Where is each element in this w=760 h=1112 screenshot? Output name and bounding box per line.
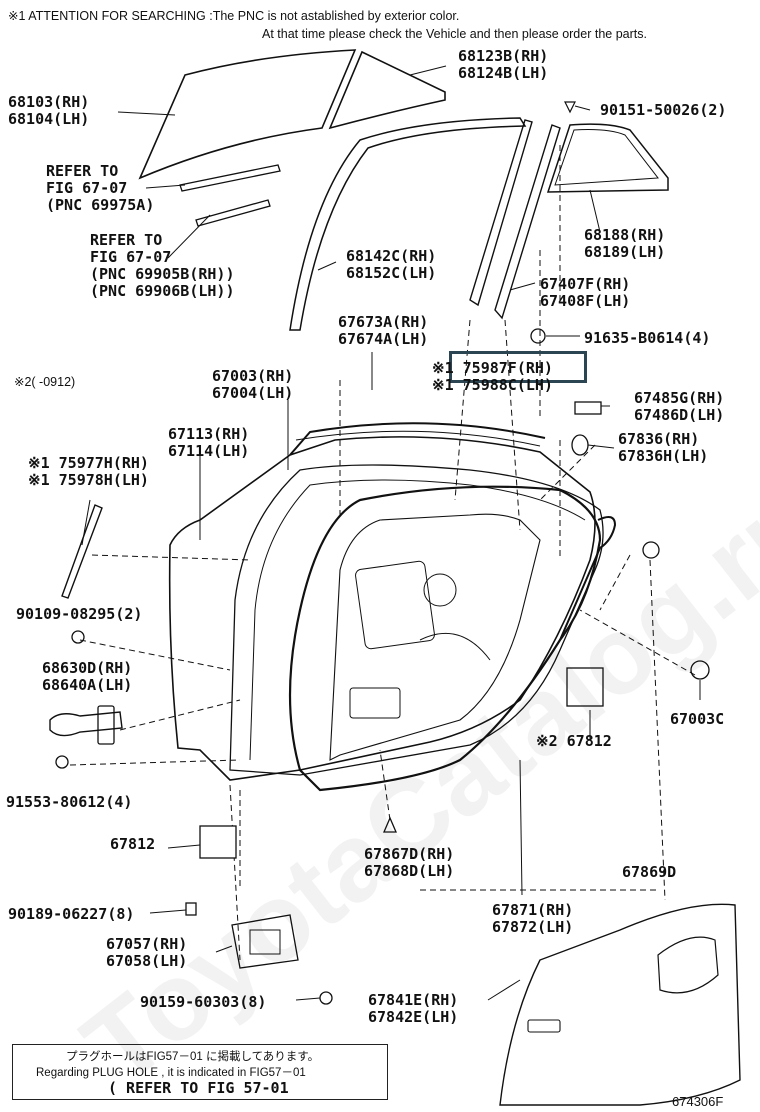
bolt-90109: [71, 630, 85, 644]
part-label-67812-mark2[interactable]: ※2 67812: [536, 732, 612, 750]
door-check: [49, 711, 123, 737]
pad-67812-lower: [199, 825, 237, 859]
refer-fig-57-01[interactable]: ( REFER TO FIG 57-01: [108, 1079, 289, 1097]
belt-molding-2: [195, 199, 271, 227]
part-label-91635[interactable]: 91635-B0614(4): [584, 329, 711, 347]
part-label-67812[interactable]: 67812: [110, 835, 156, 853]
part-label-90151[interactable]: 90151-50026(2): [600, 101, 727, 119]
inside-handle: [231, 914, 299, 969]
part-label-68188[interactable]: 68188(RH)68189(LH): [584, 226, 666, 261]
plug-67836: [571, 434, 589, 456]
part-label-91553[interactable]: 91553-80612(4): [6, 793, 133, 811]
part-label-90109[interactable]: 90109-08295(2): [16, 605, 143, 623]
part-label-90159[interactable]: 90159-60303(8): [140, 993, 267, 1011]
bolt-91553: [55, 755, 69, 769]
part-label-90189[interactable]: 90189-06227(8): [8, 905, 135, 923]
quarter-glass-68123: [328, 50, 446, 130]
part-label-68142c[interactable]: 68142C(RH)68152C(LH): [346, 247, 437, 282]
clip-91635: [530, 328, 546, 344]
screw-90189: [185, 902, 197, 916]
part-label-67057[interactable]: 67057(RH)67058(LH): [106, 935, 188, 970]
garnish-75977: [61, 504, 103, 599]
part-label-68103[interactable]: 68103(RH)68104(LH): [8, 93, 90, 128]
part-label-67841e[interactable]: 67841E(RH)67842E(LH): [368, 991, 459, 1026]
part-label-67867d[interactable]: 67867D(RH)67868D(LH): [364, 845, 455, 880]
door-trim-panel: [499, 903, 741, 1106]
weatherstrip: [288, 485, 602, 792]
clip-67869d: [642, 541, 660, 559]
mark2-range: ※2( -0912): [14, 375, 76, 389]
door-outer-panel: [168, 436, 596, 781]
part-label-75987f[interactable]: ※1 75987F(RH)※1 75988C(LH): [432, 359, 553, 394]
part-label-67673a[interactable]: 67673A(RH)67674A(LH): [338, 313, 429, 348]
attention-note-2: At that time please check the Vehicle an…: [262, 27, 647, 41]
quarter-window-68188: [546, 123, 669, 193]
part-label-68123b[interactable]: 68123B(RH)68124B(LH): [458, 47, 549, 82]
part-label-67836[interactable]: 67836(RH)67836H(LH): [618, 430, 709, 465]
division-bar: [469, 119, 533, 307]
clip-67003c: [690, 660, 710, 680]
highlight-box: [449, 351, 587, 383]
plug-hole-note: [12, 1044, 388, 1100]
glass-run-68142: [289, 117, 527, 331]
part-label-67871[interactable]: 67871(RH)67872(LH): [492, 901, 574, 936]
figure-code: 674306F: [672, 1094, 724, 1109]
clip-67867: [383, 816, 397, 833]
pad-67812-upper: [566, 667, 604, 707]
door-frame: [229, 464, 604, 776]
inner-panel: [329, 513, 541, 761]
part-label-67113[interactable]: 67113(RH)67114(LH): [168, 425, 250, 460]
plug-hole-note-en: Regarding PLUG HOLE , it is indicated in…: [36, 1067, 306, 1079]
door-glass: [138, 49, 357, 180]
part-label-67003[interactable]: 67003(RH)67004(LH): [212, 367, 294, 402]
attention-note: ※1 ATTENTION FOR SEARCHING :The PNC is n…: [8, 9, 460, 23]
pad-67485: [574, 401, 602, 415]
part-label-67485g[interactable]: 67485G(RH)67486D(LH): [634, 389, 725, 424]
part-label-67869d[interactable]: 67869D: [622, 863, 677, 881]
screw-90151: [564, 101, 576, 114]
part-label-68630d[interactable]: 68630D(RH)68640A(LH): [42, 659, 133, 694]
part-label-67407f[interactable]: 67407F(RH)67408F(LH): [540, 275, 631, 310]
plug-hole-note-jp: プラグホールはFIG57－01 に掲載してあります。: [66, 1051, 320, 1063]
belt-molding-1: [179, 164, 281, 192]
part-label-75977h[interactable]: ※1 75977H(RH)※1 75978H(LH): [28, 454, 149, 489]
screw-90159: [319, 991, 333, 1005]
part-label-67003c[interactable]: 67003C: [670, 710, 725, 728]
